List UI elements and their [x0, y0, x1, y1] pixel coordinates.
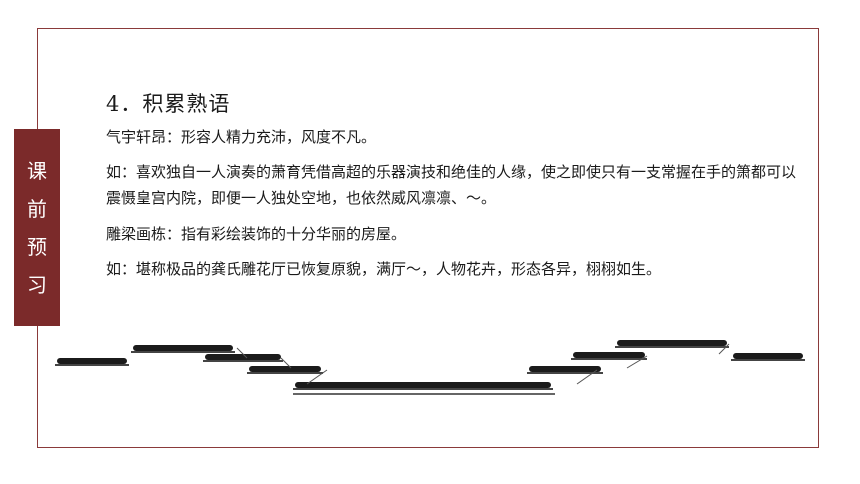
idiom-definition-2: 雕梁画栋：指有彩绘装饰的十分华丽的房屋。	[106, 225, 407, 243]
section-heading: 4．积累熟语	[106, 92, 231, 116]
side-tab-char: 课	[27, 158, 47, 183]
side-tab-char: 前	[27, 196, 47, 221]
idiom-example-2: 如：堪称极品的龚氏雕花厅已恢复原貌，满厅～，人物花卉，形态各异，栩栩如生。	[106, 260, 662, 278]
side-tab-preview: 课 前 预 习	[14, 129, 60, 326]
ink-rooftops-decoration	[55, 340, 805, 395]
idiom-definition-1: 气宇轩昂：形容人精力充沛，风度不凡。	[106, 128, 377, 146]
idiom-example-1: 如：喜欢独自一人演奏的萧育凭借高超的乐器演技和绝佳的人缘，使之即使只有一支常握在…	[106, 163, 797, 207]
side-tab-char: 习	[27, 272, 47, 297]
side-tab-char: 预	[27, 234, 47, 259]
